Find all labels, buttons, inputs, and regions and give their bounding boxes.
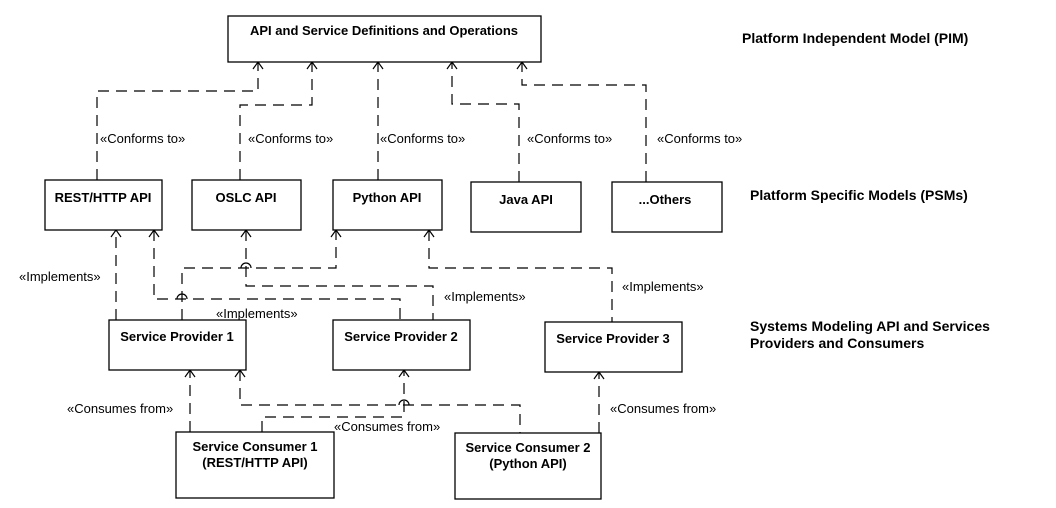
- consumer-2-label-line1: Service Consumer 2: [465, 440, 590, 455]
- layer-labels: Platform Independent Model (PIM) Platfor…: [742, 30, 990, 351]
- crossing-hops: [176, 262, 410, 406]
- psm-python-label: Python API: [353, 190, 422, 205]
- conforms-label: «Conforms to»: [657, 131, 742, 146]
- p2-to-rest-connector: [153, 230, 401, 320]
- hop-mark: [176, 293, 188, 300]
- layer-systems-label-line2: Providers and Consumers: [750, 335, 924, 351]
- consumes-label: «Consumes from»: [67, 401, 173, 416]
- psm-rest-label: REST/HTTP API: [55, 190, 152, 205]
- conforms-label: «Conforms to»: [248, 131, 333, 146]
- psm-java-label: Java API: [499, 192, 553, 207]
- conforms-connectors: [96, 62, 647, 182]
- relation-labels: «Conforms to» «Conforms to» «Conforms to…: [19, 131, 742, 434]
- pim-box: API and Service Definitions and Operatio…: [227, 15, 542, 63]
- psm-box-java: Java API: [470, 181, 582, 233]
- hop-mark: [398, 399, 410, 406]
- c1-to-p2-connector: [261, 370, 405, 432]
- consumer-1-label-line1: Service Consumer 1: [192, 439, 317, 454]
- p3-to-python-connector: [428, 230, 613, 322]
- implements-label: «Implements»: [216, 306, 298, 321]
- rest-to-pim-connector: [96, 62, 259, 180]
- consumer-box-2: Service Consumer 2 (Python API): [454, 432, 602, 500]
- consumes-label: «Consumes from»: [334, 419, 440, 434]
- implements-label: «Implements»: [444, 289, 526, 304]
- implements-label: «Implements»: [622, 279, 704, 294]
- conforms-label: «Conforms to»: [100, 131, 185, 146]
- provider-1-label: Service Provider 1: [120, 329, 233, 344]
- provider-3-label: Service Provider 3: [556, 331, 669, 346]
- implements-label: «Implements»: [19, 269, 101, 284]
- oslc-to-pim-connector: [239, 62, 313, 180]
- psm-box-others: ...Others: [611, 181, 723, 233]
- consumer-1-label-line2: (REST/HTTP API): [202, 455, 307, 470]
- psm-box-python: Python API: [332, 179, 443, 231]
- implements-connectors: [115, 230, 613, 322]
- psm-oslc-label: OSLC API: [216, 190, 277, 205]
- arrowhead-icon: [110, 228, 122, 238]
- psm-box-rest: REST/HTTP API: [44, 179, 163, 231]
- others-to-pim-connector: [521, 62, 647, 182]
- layer-systems-label-line1: Systems Modeling API and Services: [750, 318, 990, 334]
- provider-2-label: Service Provider 2: [344, 329, 457, 344]
- hop-mark: [240, 262, 252, 269]
- provider-box-3: Service Provider 3: [544, 321, 683, 373]
- consumes-connectors: [189, 370, 600, 433]
- consumer-box-1: Service Consumer 1 (REST/HTTP API): [175, 431, 335, 499]
- conforms-label: «Conforms to»: [527, 131, 612, 146]
- p2-to-oslc-connector: [245, 230, 434, 320]
- provider-box-1: Service Provider 1: [108, 319, 247, 371]
- provider-box-2: Service Provider 2: [332, 319, 471, 371]
- psm-box-oslc: OSLC API: [191, 179, 302, 231]
- consumer-2-label-line2: (Python API): [489, 456, 567, 471]
- consumes-label: «Consumes from»: [610, 401, 716, 416]
- layer-pim-label: Platform Independent Model (PIM): [742, 30, 968, 46]
- pim-box-label: API and Service Definitions and Operatio…: [250, 23, 518, 38]
- c2-to-p1-connector: [239, 370, 521, 433]
- psm-others-label: ...Others: [639, 192, 692, 207]
- conforms-label: «Conforms to»: [380, 131, 465, 146]
- layer-psm-label: Platform Specific Models (PSMs): [750, 187, 968, 203]
- java-to-pim-connector: [451, 62, 520, 182]
